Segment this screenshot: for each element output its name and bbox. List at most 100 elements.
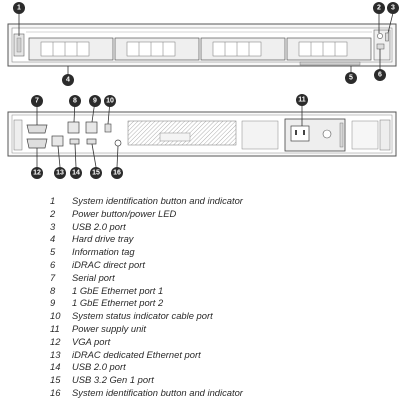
- callout-13-label: 13: [56, 170, 64, 177]
- legend-label: USB 2.0 port: [72, 220, 126, 232]
- callout-3-label: 3: [391, 5, 395, 12]
- callout-16-label: 16: [113, 170, 121, 177]
- legend-number: 14: [50, 361, 61, 373]
- callout-6: 6: [374, 69, 386, 81]
- front-panel: [7, 23, 397, 67]
- legend-item: 2 Power button/power LED: [50, 208, 390, 221]
- callout-7: 7: [31, 95, 43, 107]
- callout-9-label: 9: [93, 98, 97, 105]
- legend-item: 7 Serial port: [50, 272, 390, 285]
- rear-usb3-port[interactable]: [86, 138, 97, 145]
- idrac-ethernet-port[interactable]: [51, 135, 64, 147]
- front-usb-port[interactable]: [385, 32, 389, 42]
- power-supply-unit[interactable]: [284, 118, 346, 152]
- legend-number: 16: [50, 386, 61, 398]
- callout-4: 4: [62, 74, 74, 86]
- callout-9: 9: [89, 95, 101, 107]
- legend-label: VGA port: [72, 335, 111, 347]
- power-button[interactable]: [377, 33, 383, 39]
- legend-item: 1 System identification button and indica…: [50, 195, 390, 208]
- callout-5-label: 5: [349, 75, 353, 82]
- ethernet-port-1[interactable]: [67, 121, 80, 134]
- callout-14-label: 14: [72, 170, 80, 177]
- legend-label: iDRAC direct port: [72, 258, 145, 270]
- callout-1-label: 1: [17, 5, 21, 12]
- serial-port[interactable]: [26, 124, 48, 134]
- legend-item: 11 Power supply unit: [50, 323, 390, 336]
- callout-1: 1: [13, 2, 25, 14]
- legend-item: 12 VGA port: [50, 336, 390, 349]
- legend-label: Serial port: [72, 271, 115, 283]
- legend-label: 1 GbE Ethernet port 2: [72, 297, 164, 309]
- information-tag[interactable]: [299, 61, 361, 66]
- legend-item: 9 1 GbE Ethernet port 2: [50, 297, 390, 310]
- callout-12-label: 12: [33, 170, 41, 177]
- legend-item: 16 System identification button and indic…: [50, 387, 390, 400]
- legend-number: 1: [50, 195, 56, 206]
- legend-number: 6: [50, 258, 56, 270]
- rear-panel: [7, 111, 397, 157]
- callout-12: 12: [31, 167, 43, 179]
- legend-label: System status indicator cable port: [72, 310, 213, 322]
- legend-number: 2: [50, 207, 56, 219]
- hard-drive-tray-1[interactable]: [28, 37, 114, 61]
- legend-label: System identification button and indicat…: [72, 386, 243, 398]
- callout-5: 5: [345, 72, 357, 84]
- legend-number: 5: [50, 246, 56, 258]
- legend-item: 8 1 GbE Ethernet port 1: [50, 285, 390, 298]
- callout-10-label: 10: [106, 98, 114, 105]
- hard-drive-tray-4[interactable]: [286, 37, 372, 61]
- callout-2: 2: [373, 2, 385, 14]
- legend-label: iDRAC dedicated Ethernet port: [72, 348, 201, 360]
- legend-label: System identification button and indicat…: [72, 195, 243, 206]
- callout-14: 14: [70, 167, 82, 179]
- server-diagram: 1 2 3 4 5 6 7 8 9 10 11 12 13 14 15 16: [7, 2, 399, 179]
- legend-label: 1 GbE Ethernet port 1: [72, 284, 164, 296]
- hard-drive-tray-2[interactable]: [114, 37, 200, 61]
- rear-id-button[interactable]: [114, 139, 122, 147]
- callout-2-label: 2: [377, 5, 381, 12]
- legend-label: Information tag: [72, 246, 135, 258]
- callout-15: 15: [90, 167, 102, 179]
- idrac-direct-port[interactable]: [376, 43, 385, 50]
- legend-number: 8: [50, 284, 56, 296]
- legend-item: 13 iDRAC dedicated Ethernet port: [50, 349, 390, 362]
- legend-label: Power button/power LED: [72, 207, 177, 219]
- legend-number: 12: [50, 335, 61, 347]
- legend-label: Hard drive tray: [72, 233, 134, 245]
- callout-8-label: 8: [73, 98, 77, 105]
- callout-3: 3: [387, 2, 399, 14]
- legend-number: 10: [50, 310, 61, 322]
- legend-item: 10 System status indicator cable port: [50, 310, 390, 323]
- callout-7-label: 7: [35, 98, 39, 105]
- status-cable-port[interactable]: [104, 123, 112, 133]
- hard-drive-tray-3[interactable]: [200, 37, 286, 61]
- legend-label: USB 3.2 Gen 1 port: [72, 374, 154, 386]
- callout-15-label: 15: [92, 170, 100, 177]
- callout-16: 16: [111, 167, 123, 179]
- legend-number: 7: [50, 271, 56, 283]
- ethernet-port-2[interactable]: [85, 121, 98, 134]
- legend-label: Power supply unit: [72, 322, 146, 334]
- legend-number: 3: [50, 220, 56, 232]
- callout-4-label: 4: [66, 77, 70, 84]
- legend-number: 13: [50, 348, 61, 360]
- callout-11-label: 11: [298, 97, 306, 104]
- rear-usb2-port[interactable]: [69, 138, 80, 145]
- callout-13: 13: [54, 167, 66, 179]
- legend-item: 5 Information tag: [50, 246, 390, 259]
- callout-8: 8: [69, 95, 81, 107]
- legend-number: 11: [50, 322, 60, 334]
- callout-10: 10: [104, 95, 116, 107]
- callout-6-label: 6: [378, 72, 382, 79]
- legend-item: 3 USB 2.0 port: [50, 221, 390, 234]
- front-leader-lines: [18, 12, 394, 75]
- legend-item: 6 iDRAC direct port: [50, 259, 390, 272]
- vga-port[interactable]: [26, 138, 48, 149]
- legend-number: 9: [50, 297, 56, 309]
- callout-11: 11: [296, 94, 308, 106]
